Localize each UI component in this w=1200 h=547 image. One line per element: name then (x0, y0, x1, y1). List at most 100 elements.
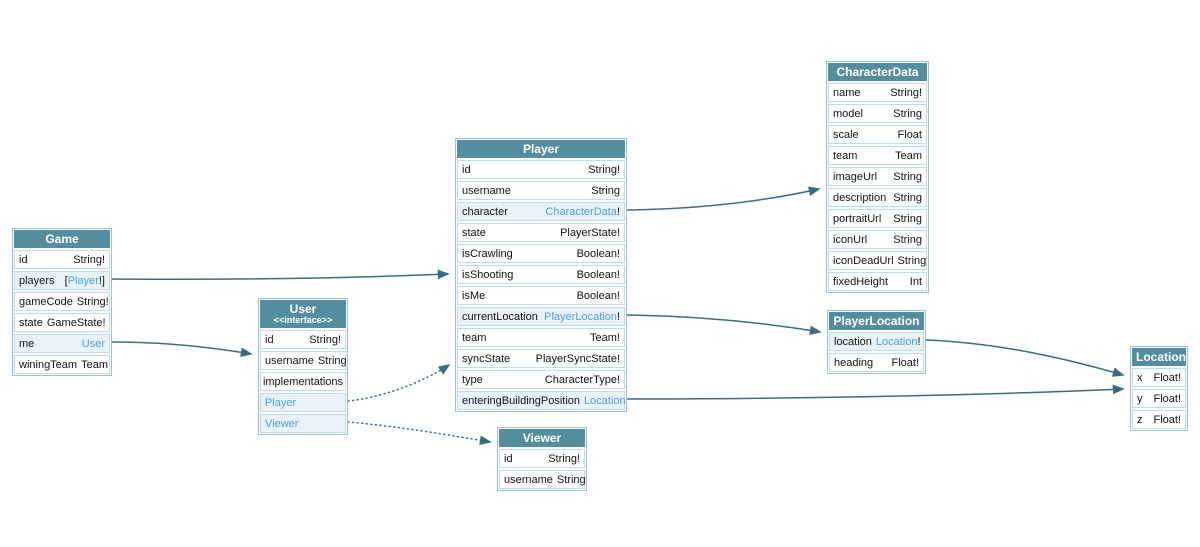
table-title-characterdata[interactable]: CharacterData (828, 63, 927, 82)
field-type: Float! (1153, 392, 1181, 405)
type-link-viewer[interactable]: Viewer (265, 417, 299, 430)
field-row-viewer[interactable]: Viewer (260, 414, 346, 434)
type-link-playerlocation[interactable]: PlayerLocation (544, 310, 617, 323)
table-title-label: Viewer (522, 431, 562, 445)
table-title-player[interactable]: Player (457, 140, 625, 159)
table-title-game[interactable]: Game (14, 230, 110, 249)
field-name: x (1137, 371, 1143, 384)
field-type: String (893, 212, 922, 225)
field-type: Location! (876, 336, 921, 348)
field-type: PlayerSyncState! (535, 352, 620, 365)
field-name: imageUrl (833, 170, 878, 183)
field-name: iconDeadUrl (833, 254, 894, 267)
field-row-implementations[interactable]: implementations (260, 372, 346, 392)
field-type: [Player!] (65, 275, 105, 287)
field-name: name (833, 86, 861, 99)
field-name: me (19, 337, 35, 350)
edge-playerlocation-location-to-location (925, 339, 1125, 377)
field-name: team (462, 331, 487, 344)
field-row-me[interactable]: me User (14, 334, 110, 354)
type-link-user[interactable]: User (81, 337, 105, 350)
field-row-scale[interactable]: scale Float (828, 125, 927, 145)
field-row-portraiturl[interactable]: portraitUrl String (828, 209, 927, 229)
field-type: Float! (1153, 371, 1181, 384)
field-row-players[interactable]: players[Player!] (14, 271, 110, 291)
table-title-user[interactable]: User<<interface>> (260, 300, 346, 329)
field-name: scale (833, 128, 859, 141)
field-row-heading[interactable]: heading Float! (829, 353, 924, 373)
field-name: heading (834, 356, 874, 369)
type-link-location[interactable]: Location (875, 335, 918, 348)
type-link-location[interactable]: Location (584, 394, 626, 407)
field-type: String (897, 254, 927, 267)
table-title-label: Location (1136, 350, 1186, 364)
type-link-characterdata[interactable]: CharacterData (545, 205, 617, 218)
table-title-viewer[interactable]: Viewer (499, 429, 585, 448)
table-title-playerlocation[interactable]: PlayerLocation (829, 312, 924, 331)
field-row-x[interactable]: x Float! (1132, 368, 1186, 388)
field-row-team[interactable]: team Team! (457, 328, 625, 348)
field-name: state (462, 226, 486, 239)
field-name: username (265, 354, 314, 367)
table-title-location[interactable]: Location (1132, 348, 1186, 367)
field-type: GameState! (46, 316, 106, 329)
type-link-player[interactable]: Player (67, 274, 99, 287)
field-type: Float (897, 128, 922, 141)
edge-user-viewer-to-viewer (347, 421, 492, 445)
field-name: portraitUrl (833, 212, 882, 225)
field-type: Float! (891, 356, 919, 369)
field-type: String! (73, 253, 105, 266)
type-link-player[interactable]: Player (265, 396, 297, 409)
field-name: winingTeam (19, 358, 78, 371)
field-name: type (462, 373, 483, 386)
field-name: character (462, 205, 508, 218)
field-type: Team! (590, 331, 620, 344)
table-title-label: Player (522, 142, 560, 156)
table-title-label: Game (45, 232, 79, 246)
field-name: enteringBuildingPosition (462, 394, 581, 407)
field-type: String (591, 184, 620, 197)
field-name: description (833, 191, 887, 204)
field-type: Boolean! (576, 247, 620, 260)
field-row-player[interactable]: Player (260, 393, 346, 413)
field-type: Boolean! (576, 268, 620, 281)
field-type: String! (588, 163, 620, 176)
field-type: Float! (1153, 413, 1181, 426)
type-wrap: [ (64, 274, 68, 287)
type-wrap: ! (616, 310, 620, 323)
